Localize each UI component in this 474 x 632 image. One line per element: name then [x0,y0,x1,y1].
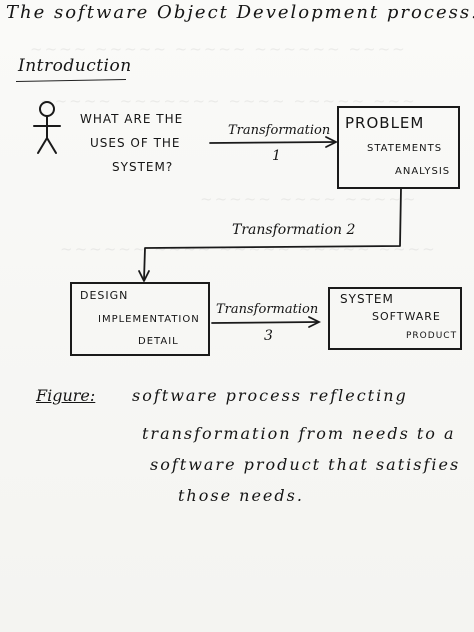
problem-box-line: ANALYSIS [395,166,451,177]
problem-box-line: STATEMENTS [367,143,443,154]
transformation-3-number: 3 [264,328,273,344]
section-heading: Introduction [18,56,132,76]
transformation-1-label: Transformation [228,123,331,138]
transformation-2-arrow [138,187,402,282]
system-box-line: SOFTWARE [372,310,441,323]
actor-question-line: SYSTEM? [112,160,174,174]
design-box-line: DESIGN [80,289,129,302]
stick-figure-icon [33,101,61,154]
figure-caption-line: transformation from needs to a [142,424,456,443]
page-title: The software Object Development process. [6,2,474,23]
design-implementation-box: DESIGN IMPLEMENTATION DETAIL [70,282,210,356]
problem-box-line: PROBLEM [345,114,425,132]
design-box-line: IMPLEMENTATION [98,314,200,325]
system-box-line: PRODUCT [406,331,458,341]
bleed-through-text: ~~~~ ~~~~~ ~~~~~ ~~~~~~ ~~~~ [30,40,407,58]
actor-question-line: WHAT ARE THE [80,112,184,126]
problem-statement-box: PROBLEM STATEMENTS ANALYSIS [337,106,460,189]
bleed-through-text: ~~~~~ ~~~~ ~~~~~ [200,190,418,208]
transformation-3-label: Transformation [216,302,319,317]
design-box-line: DETAIL [138,336,179,347]
transformation-2-label: Transformation 2 [232,222,356,238]
transformation-1-number: 1 [272,148,281,164]
system-product-box: SYSTEM SOFTWARE PRODUCT [328,287,462,350]
actor-question-line: USES OF THE [90,136,181,150]
transformation-3-arrow [211,316,322,328]
bleed-through-text: ~~~~~ ~~~~~~~ ~~~~ ~~~~~ ~~~ [40,92,417,110]
system-box-line: SYSTEM [340,292,394,306]
bleed-through-text: ~~~~~~ ~~~~ ~~~~~ ~~~~~ ~~~~ [60,240,437,258]
figure-caption-line: software product that satisfies [150,455,461,474]
figure-caption-line: software process reflecting [132,386,408,405]
figure-caption-line: those needs. [178,486,304,505]
transformation-1-arrow [209,136,339,148]
figure-caption-label: Figure: [36,386,96,405]
